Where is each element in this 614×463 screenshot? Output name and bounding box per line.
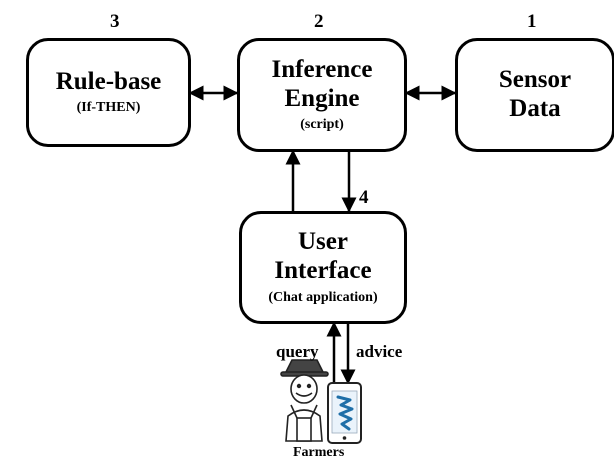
user-interface-subtitle: (Chat application)	[268, 289, 378, 305]
smartphone-icon	[327, 382, 362, 444]
sensor-data-box: Sensor Data	[455, 38, 614, 152]
farmers-label: Farmers	[293, 445, 345, 460]
advice-label: advice	[356, 342, 403, 361]
inference-engine-title-line1: Inference	[271, 55, 373, 83]
inference-engine-number: 2	[314, 11, 324, 32]
query-label: query	[276, 342, 319, 361]
user-interface-title-line2: Interface	[274, 257, 372, 285]
engine-to-ui-number: 4	[359, 187, 369, 208]
user-interface-title-line1: User	[298, 228, 348, 256]
sensor-data-number: 1	[527, 11, 537, 32]
inference-engine-title-line2: Engine	[284, 84, 360, 112]
sensor-data-title-line2: Data	[509, 95, 561, 122]
rule-base-subtitle: (If-THEN)	[76, 100, 141, 116]
rule-base-number: 3	[110, 11, 120, 32]
farmer-icon	[280, 359, 329, 442]
inference-engine-box: Inference Engine (script)	[237, 38, 407, 152]
user-interface-box: User Interface (Chat application)	[239, 211, 407, 324]
rule-base-title: Rule-base	[55, 67, 162, 95]
rule-base-box: Rule-base (If-THEN)	[26, 38, 191, 147]
inference-engine-subtitle: (script)	[300, 117, 344, 133]
sensor-data-title-line1: Sensor	[498, 66, 572, 94]
